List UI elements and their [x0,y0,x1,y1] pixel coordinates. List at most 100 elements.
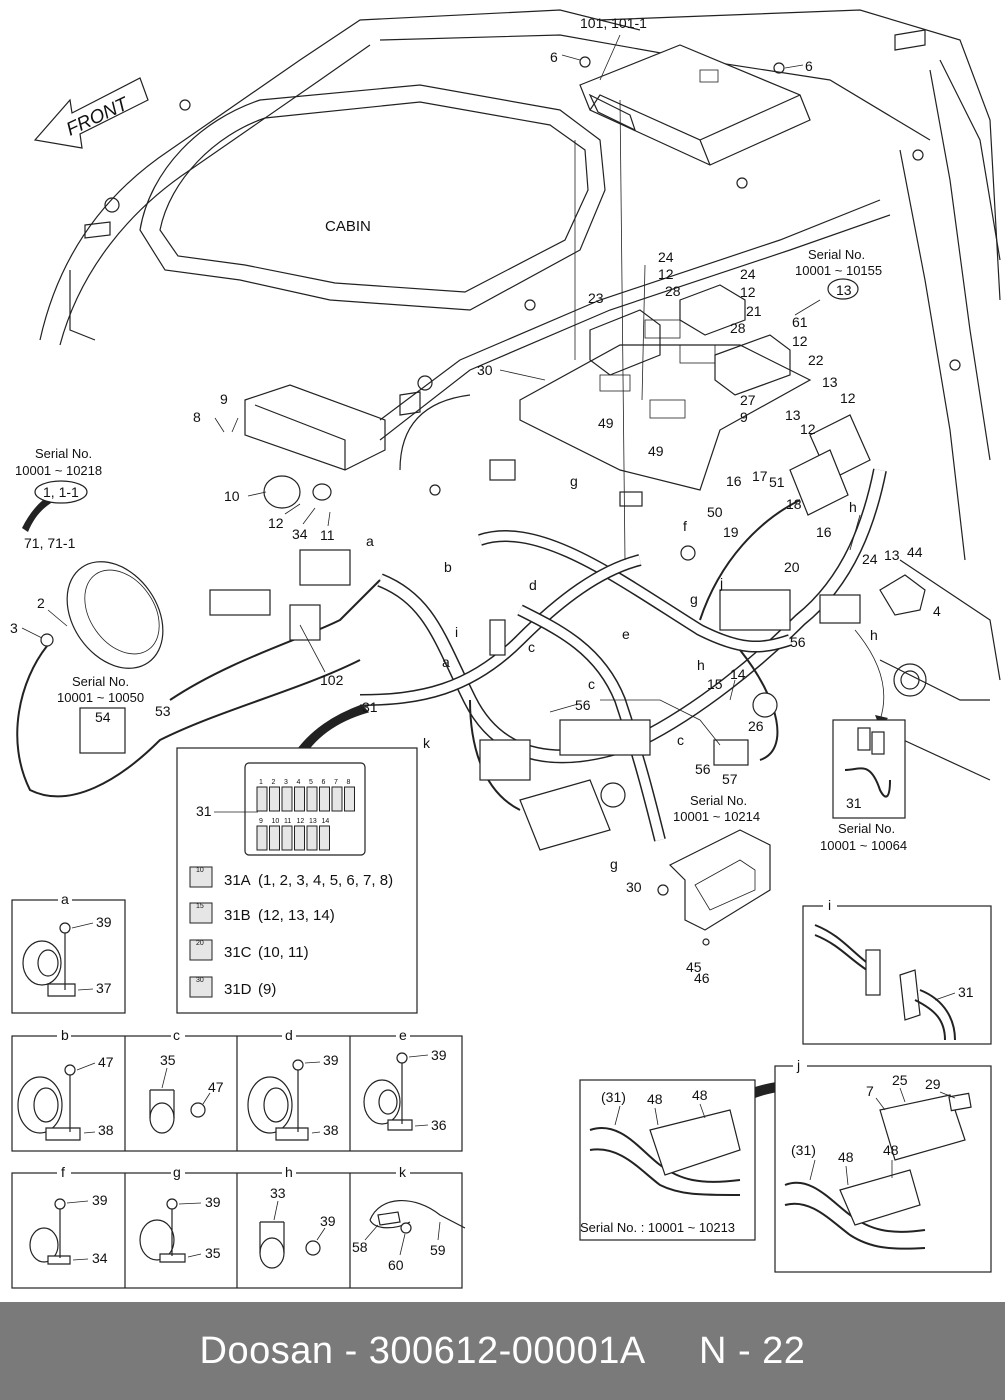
part-label: 49 [598,415,614,431]
part-label: 10 [224,488,240,504]
part-label: 12 [800,421,816,437]
part-label: 45 [686,959,702,975]
svg-text:h: h [870,627,878,643]
fuse-legend: 10 31A (1, 2, 3, 4, 5, 6, 7, 8) 15 31B (… [189,866,393,998]
svg-text:(31): (31) [791,1142,816,1158]
part-label: 101, 101-1 [580,15,647,31]
svg-text:10001 ~ 10214: 10001 ~ 10214 [673,809,760,824]
fuse-number: 8 [347,779,351,786]
svg-text:e: e [622,626,630,642]
module-22 [714,334,791,396]
fuse-number: 9 [259,818,263,825]
fuse-slot [306,786,318,812]
svg-text:48: 48 [838,1149,854,1165]
svg-text:(1, 2, 3, 4, 5, 6, 7, 8): (1, 2, 3, 4, 5, 6, 7, 8) [258,872,393,889]
fuse-slot [344,786,355,812]
svg-text:7: 7 [866,1083,874,1099]
part-label: 46 [694,970,710,986]
part-label: 44 [907,544,923,560]
part-label: 6 [805,58,813,74]
svg-text:d: d [285,1027,293,1043]
svg-text:47: 47 [208,1079,224,1095]
detail-serial-10213: (31) 48 48 Serial No. : 10001 ~ 10213 [579,1079,756,1241]
svg-text:35: 35 [205,1245,221,1261]
fuse-number: 3 [284,779,288,786]
part-label: 30 [477,362,493,378]
fuse-number: 6 [322,779,326,786]
part-label: 56 [575,697,591,713]
svg-text:60: 60 [388,1257,404,1273]
detail-a: a 39 37 [11,891,126,1014]
part-label: 56 [790,634,806,650]
part-label: 13 [884,547,900,563]
fuse-number: 14 [322,818,330,825]
svg-text:Serial No.: Serial No. [808,247,865,262]
part-label: 34 [292,526,308,542]
part-label: 57 [722,771,738,787]
serial-note-10214: Serial No. 10001 ~ 10214 [673,739,760,824]
svg-text:38: 38 [323,1122,339,1138]
mounting-plate [519,319,812,491]
module-23 [589,309,661,376]
fuse-slot [281,825,293,851]
detail-j: j 7 25 29 (31) 48 48 [774,1057,992,1273]
horn-10 [263,475,332,509]
part-label: 11 [320,527,335,543]
part-label: 3 [10,620,18,636]
detail-g: g 39 35 [139,1164,221,1263]
cabin-label: CABIN [325,218,371,235]
svg-text:a: a [61,891,69,907]
footer-title: Doosan - 300612-00001A N - 22 [199,1329,806,1372]
svg-text:33: 33 [270,1185,286,1201]
svg-text:i: i [455,624,458,640]
part-label: 2 [37,595,45,611]
svg-text:e: e [399,1027,407,1043]
part-label: 28 [730,320,746,336]
svg-text:g: g [173,1164,181,1180]
svg-text:31D: 31D [224,981,252,998]
svg-text:(12, 13, 14): (12, 13, 14) [258,907,335,924]
svg-text:36: 36 [431,1117,447,1133]
detail-k: k 58 60 59 [352,1164,466,1273]
fuse-slot [319,786,330,812]
part-label: 6 [550,49,558,65]
fuse-slot [319,825,330,851]
fuse-slot [256,786,268,812]
svg-text:25: 25 [892,1072,908,1088]
svg-text:38: 38 [98,1122,114,1138]
svg-text:Serial No.: Serial No. [690,793,747,808]
part-label: 28 [665,283,681,299]
fuse-number: 4 [297,779,301,786]
svg-text:(9): (9) [258,981,276,998]
svg-text:48: 48 [647,1091,663,1107]
svg-text:58: 58 [352,1239,368,1255]
svg-text:59: 59 [430,1242,446,1258]
fuse-31b: 15 31B (12, 13, 14) [189,902,335,924]
part-label: 16 [726,473,742,489]
part-label: 15 [707,676,723,692]
svg-text:31: 31 [958,984,974,1000]
svg-text:20: 20 [196,940,204,947]
svg-text:Serial No.: Serial No. [35,446,92,461]
detail-d: d 39 38 [247,1027,339,1141]
part-label: 50 [707,504,723,520]
detail-b: b 47 38 [17,1027,114,1141]
part-label: 19 [723,524,739,540]
fuse-slot [294,786,305,812]
fuse-slot [294,825,305,851]
serial-note-10218: Serial No. 10001 ~ 10218 1, 1-1 [15,446,102,504]
part-label: 12 [840,390,856,406]
part-label: 71, 71-1 [24,535,76,551]
part-label: 18 [786,496,802,512]
svg-text:c: c [677,732,684,748]
svg-text:a: a [366,533,374,549]
svg-text:i: i [828,897,831,913]
part-label: 49 [648,443,664,459]
svg-text:37: 37 [96,980,112,996]
svg-text:10001 ~ 10064: 10001 ~ 10064 [820,838,907,853]
part-label: 61 [792,314,808,330]
svg-text:k: k [399,1164,407,1180]
svg-text:1, 1-1: 1, 1-1 [43,484,79,500]
bracket-45 [657,829,771,946]
